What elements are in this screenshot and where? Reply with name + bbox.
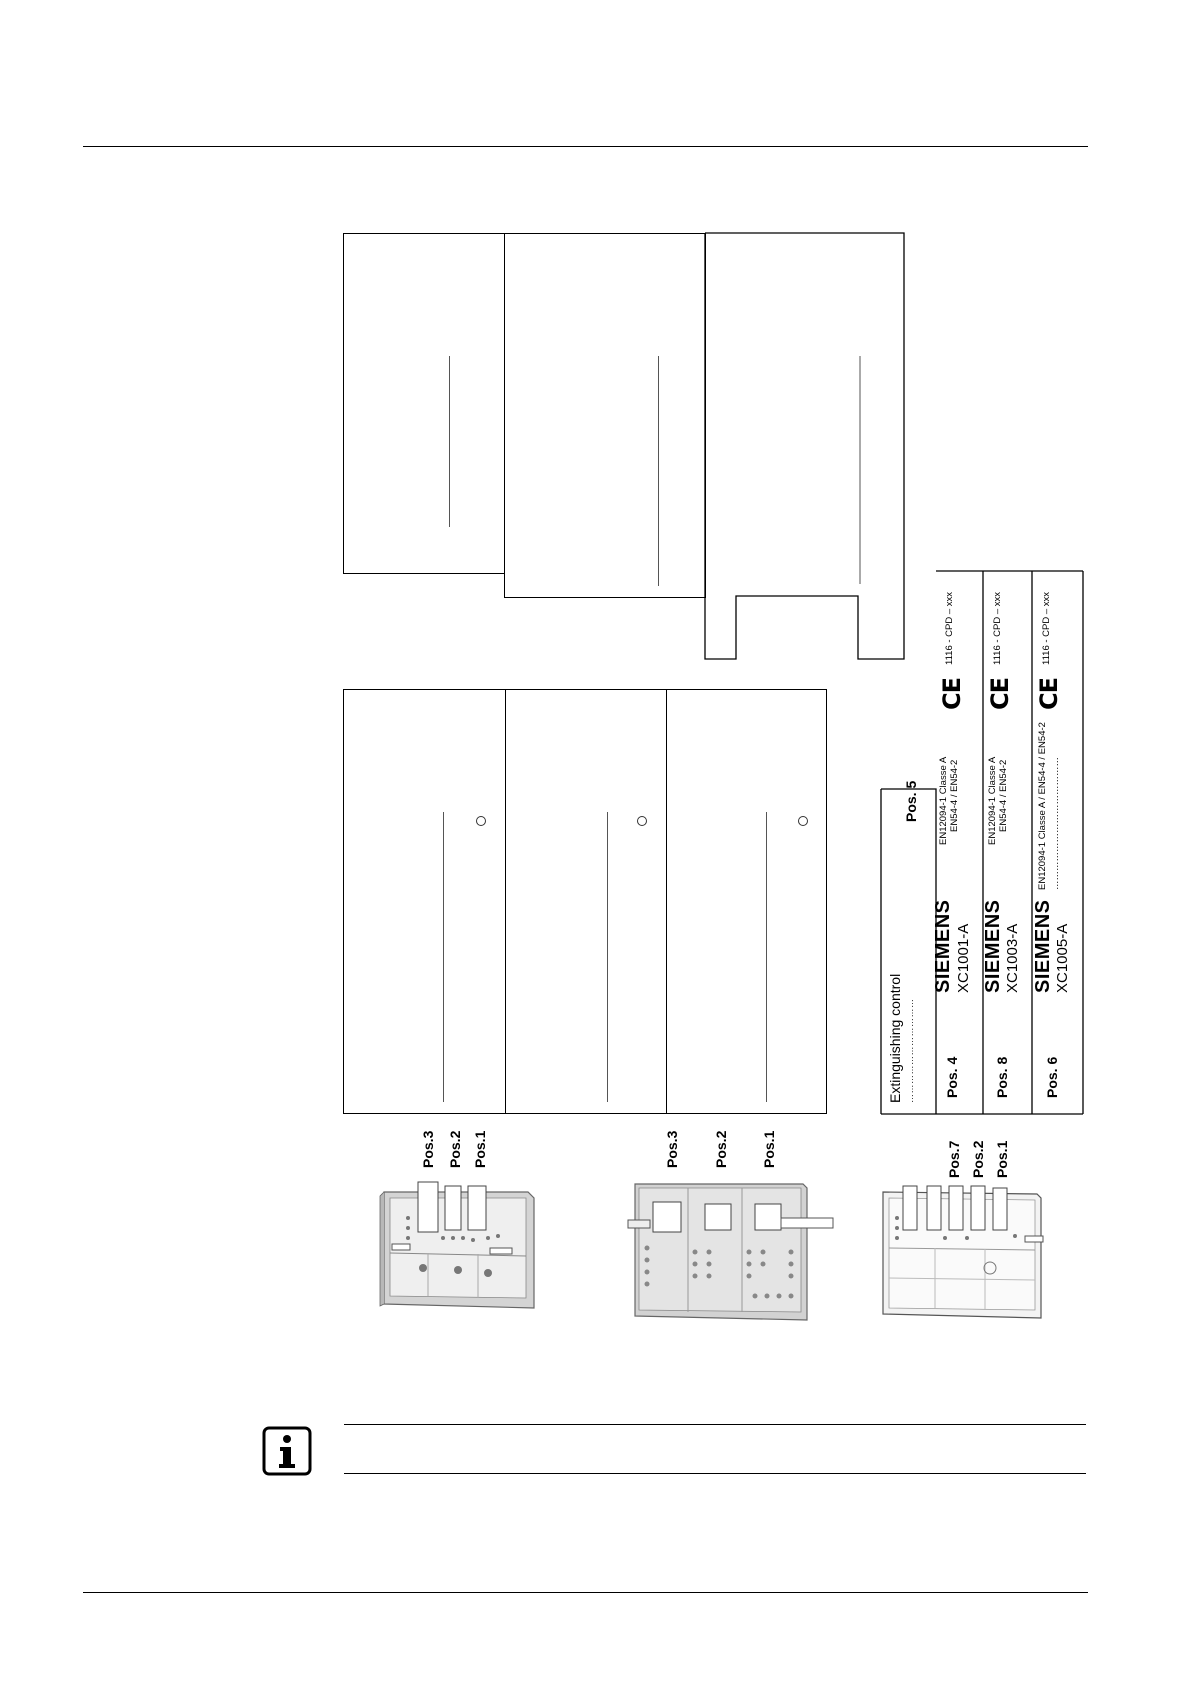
label-sheet-title-dots: …………………………… <box>905 998 915 1104</box>
label-blank-2-line <box>658 356 659 586</box>
row2-pos: Pos. 8 <box>994 1056 1010 1098</box>
xc1005-pos2: Pos.2 <box>970 1140 986 1178</box>
row2-cert: 1116 - CPD – xxx <box>992 591 1003 665</box>
insert-blank-1-line <box>443 812 444 1102</box>
label-sheet-title: Extinguishing control <box>887 973 903 1103</box>
row3-cert: 1116 - CPD – xxx <box>1041 591 1052 665</box>
insert-blank-2-hole <box>637 816 647 826</box>
xc1001-pos1: Pos.1 <box>472 1130 488 1168</box>
row1-model: XC1001-A <box>955 923 972 993</box>
xc1001-pos2: Pos.2 <box>447 1130 463 1168</box>
insert-blank-3-line <box>766 812 767 1102</box>
row3-brand: SIEMENS <box>1032 899 1054 993</box>
xc1005-pos1: Pos.1 <box>994 1140 1010 1178</box>
row1-cert: 1116 - CPD – xxx <box>944 591 955 665</box>
footer-rule <box>83 1592 1088 1593</box>
header-rule <box>83 146 1088 147</box>
xc1003-pos3: Pos.3 <box>664 1130 680 1168</box>
insert-blank-2 <box>505 689 667 1114</box>
xc1001-housing-illustration <box>379 1181 535 1309</box>
row2-model: XC1003-A <box>1004 923 1021 993</box>
label-blank-2 <box>504 233 706 598</box>
row1-brand: SIEMENS <box>932 899 954 993</box>
xc1003-pos1: Pos.1 <box>761 1130 777 1168</box>
row1-standards-2: EN54-4 / EN54-2 <box>949 759 960 832</box>
row2-standards-2: EN54-4 / EN54-2 <box>998 759 1009 832</box>
row3-standards-2: …………………………………… <box>1050 757 1061 890</box>
row2-brand: SIEMENS <box>982 899 1004 993</box>
row1-ce-mark: CE <box>938 677 966 710</box>
xc1001-pos3: Pos.3 <box>420 1130 436 1168</box>
row3-ce-mark: CE <box>1035 677 1063 710</box>
note-rule-top <box>344 1424 1086 1425</box>
xc1003-panel-illustration <box>627 1183 834 1321</box>
label-blank-1-line <box>449 356 450 527</box>
row1-pos: Pos. 4 <box>944 1056 960 1098</box>
row3-standards-1: EN12094-1 Classe A / EN54-4 / EN54-2 <box>1037 722 1048 890</box>
xc1005-housing-illustration <box>882 1185 1044 1319</box>
row1-standards-1: EN12094-1 Classe A <box>938 756 949 845</box>
insert-blank-3-hole <box>798 816 808 826</box>
insert-blank-2-line <box>607 812 608 1102</box>
insert-blank-3 <box>666 689 827 1114</box>
xc1003-pos2: Pos.2 <box>713 1130 729 1168</box>
info-icon <box>262 1426 312 1476</box>
row2-ce-mark: CE <box>986 677 1014 710</box>
label-sheet-frame <box>880 570 1084 1115</box>
row3-pos: Pos. 6 <box>1044 1056 1060 1098</box>
insert-blank-1 <box>343 689 506 1114</box>
label-sheet-pos5: Pos. 5 <box>903 780 919 822</box>
row3-model: XC1005-A <box>1054 923 1071 993</box>
note-rule-bottom <box>344 1473 1086 1474</box>
label-blank-3 <box>704 232 905 660</box>
xc1005-pos7: Pos.7 <box>946 1140 962 1178</box>
insert-blank-1-hole <box>476 816 486 826</box>
row2-standards-1: EN12094-1 Classe A <box>987 756 998 845</box>
label-blank-1 <box>343 233 505 574</box>
